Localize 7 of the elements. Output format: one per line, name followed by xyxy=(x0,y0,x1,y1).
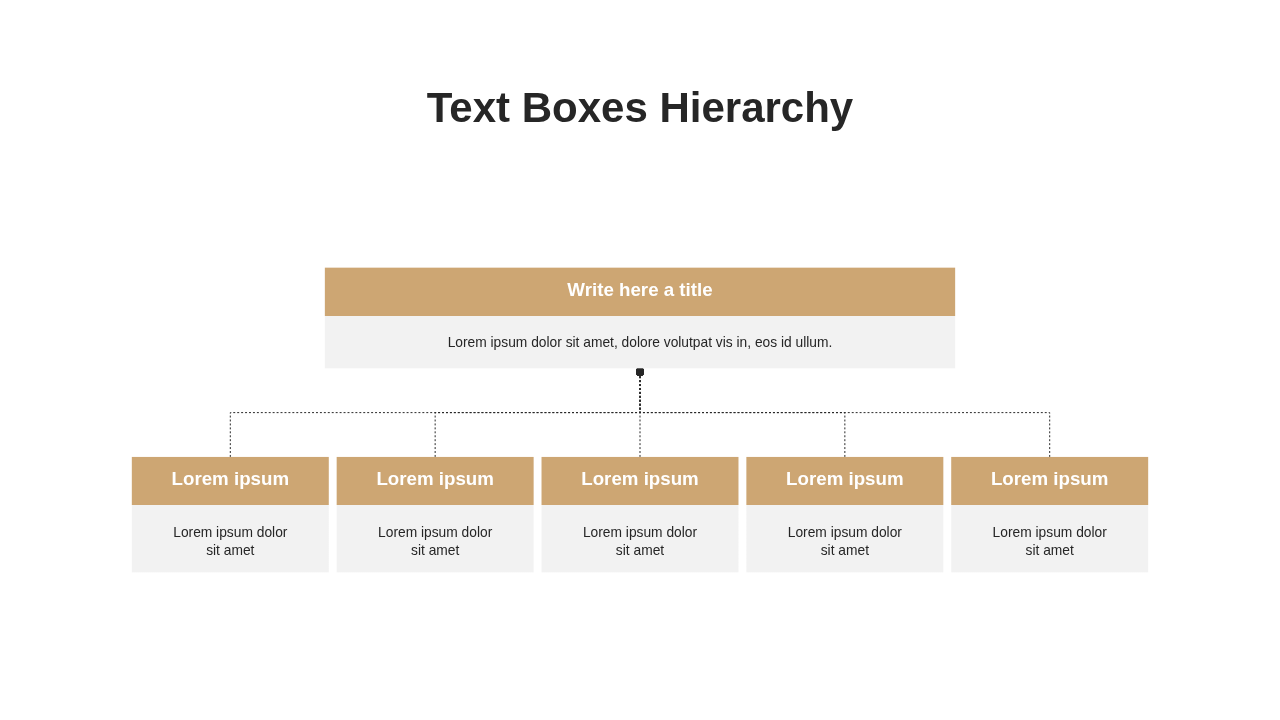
node-box: Lorem ipsum Lorem ipsum dolor sit amet xyxy=(541,456,739,573)
node-box: Lorem ipsum Lorem ipsum dolor sit amet xyxy=(336,456,534,573)
node-box: Lorem ipsum Lorem ipsum dolor sit amet xyxy=(746,456,944,573)
node-box: Write here a title Lorem ipsum dolor sit amet, dolore volutpat vis in, eos id ullum. xyxy=(324,267,956,369)
node-box: Lorem ipsum Lorem ipsum dolor sit amet xyxy=(951,456,1149,573)
node-box: Lorem ipsum Lorem ipsum dolor sit amet xyxy=(131,456,329,573)
diagram-title: Text Boxes Hierarchy xyxy=(425,84,855,132)
